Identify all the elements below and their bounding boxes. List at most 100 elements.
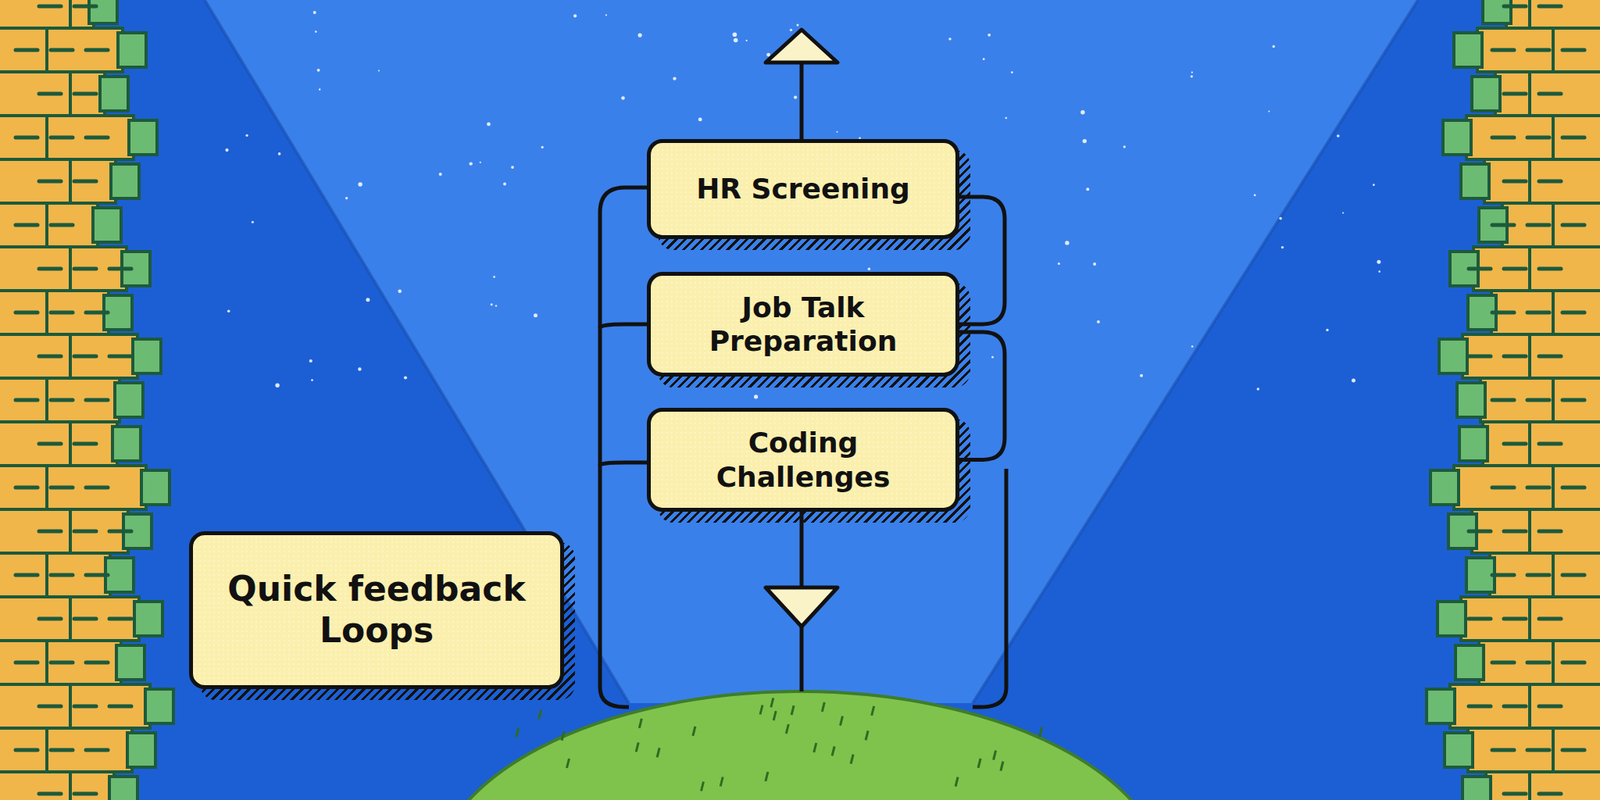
star — [317, 68, 321, 72]
brick — [1477, 28, 1600, 72]
brick — [1453, 465, 1600, 510]
side-bracket — [972, 468, 1007, 708]
star — [672, 76, 676, 80]
star — [1082, 139, 1087, 143]
grass-blade — [561, 731, 565, 741]
brick-cap — [1430, 470, 1459, 505]
star — [492, 275, 496, 279]
brick-line — [85, 485, 108, 490]
star — [982, 57, 986, 61]
star — [796, 24, 800, 27]
brick-cap — [1459, 426, 1488, 461]
brick-cap — [117, 32, 147, 68]
star — [948, 37, 951, 40]
star — [1191, 71, 1193, 74]
brick-line — [39, 179, 61, 184]
star — [397, 289, 402, 293]
brick-cap — [89, 0, 118, 24]
brick-line — [1562, 223, 1585, 228]
brick-line — [85, 48, 108, 53]
star — [733, 38, 739, 43]
star — [533, 313, 538, 318]
up-arrowhead — [765, 29, 838, 63]
brick-line — [39, 354, 61, 359]
grass-blade — [773, 710, 776, 721]
star — [318, 88, 321, 90]
brick-joint — [45, 728, 49, 772]
brick-cap — [1462, 776, 1491, 800]
grass-blade — [821, 702, 825, 712]
brick-line — [39, 267, 61, 272]
process-box: Coding Challenges — [646, 407, 960, 512]
star — [1085, 187, 1090, 191]
brick-line — [1539, 4, 1561, 9]
brick — [0, 0, 94, 29]
star — [1257, 387, 1260, 390]
star — [1064, 240, 1069, 245]
brick-line — [85, 573, 108, 578]
grass-tufts — [516, 697, 1043, 791]
grass-blade — [692, 726, 696, 736]
brick-joint — [45, 203, 49, 247]
brick-line — [1503, 792, 1526, 797]
brick-joint — [45, 28, 49, 72]
brick-line — [15, 48, 38, 53]
star — [541, 146, 544, 149]
star — [1376, 260, 1381, 265]
brick-line — [1527, 223, 1550, 228]
star — [1342, 211, 1344, 214]
star — [1278, 217, 1283, 221]
brick-line — [74, 529, 97, 534]
brick — [1502, 203, 1600, 247]
box-label: HR Screening — [696, 171, 911, 206]
star — [275, 383, 279, 388]
brick-line — [85, 398, 108, 403]
grass-blade — [978, 758, 981, 768]
star — [766, 53, 771, 58]
brick-line — [1562, 748, 1585, 753]
star — [510, 165, 515, 169]
brick-line — [109, 529, 132, 534]
brick — [0, 771, 115, 800]
brick-line — [1492, 748, 1515, 753]
star — [1191, 345, 1194, 348]
brick-line — [50, 485, 73, 490]
brick-joint — [1551, 290, 1555, 335]
brick-cap — [145, 689, 174, 724]
side-bracket — [600, 324, 650, 329]
star — [987, 33, 991, 37]
star — [732, 32, 738, 37]
brick-line — [15, 398, 38, 403]
brick — [0, 28, 123, 72]
brick-line — [74, 704, 97, 709]
star — [227, 310, 231, 314]
brick — [1495, 71, 1600, 116]
grass-blade — [865, 730, 868, 740]
star — [1272, 45, 1275, 48]
brick-line — [85, 310, 108, 315]
brick-line — [15, 135, 38, 140]
star — [357, 367, 361, 371]
brick-line — [1503, 179, 1526, 184]
stem-line — [800, 626, 804, 692]
star — [310, 378, 314, 382]
brick-cap — [128, 120, 158, 155]
brick-joint — [1551, 553, 1555, 597]
grass-blade — [791, 705, 794, 715]
star — [638, 33, 643, 38]
brick-joint — [1551, 640, 1555, 685]
grass-blade — [539, 710, 542, 720]
grass-blade — [771, 697, 774, 708]
star — [313, 10, 317, 15]
star — [753, 394, 758, 399]
brick — [0, 334, 138, 379]
brick — [1450, 684, 1600, 729]
grass-blade — [657, 747, 660, 758]
brick-joint — [1528, 771, 1532, 800]
brick-line — [50, 748, 73, 753]
grass-blade — [871, 706, 875, 716]
brick-cap — [1439, 339, 1468, 374]
brick-line — [1503, 92, 1526, 97]
brick-line — [1539, 92, 1561, 97]
